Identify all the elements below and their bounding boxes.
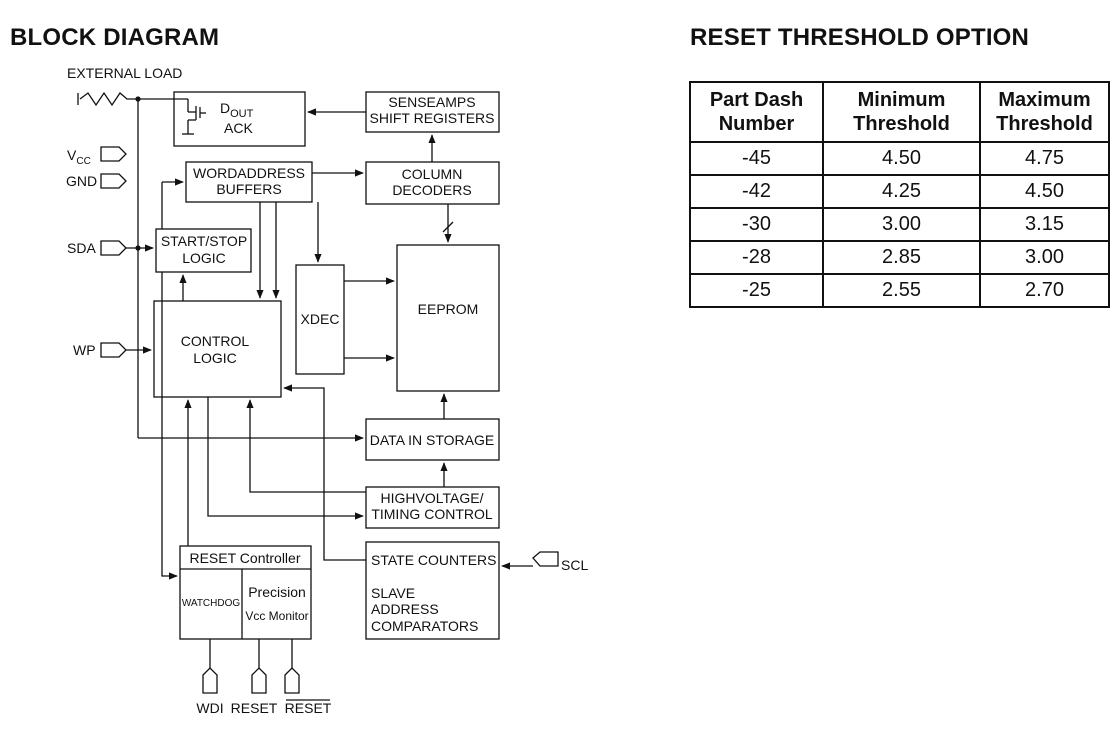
min-threshold-cell: 2.85 (822, 240, 981, 275)
part-dash-cell: -30 (689, 207, 824, 242)
shift-registers-label: SHIFT REGISTERS (370, 110, 495, 126)
part-dash-cell: -28 (689, 240, 824, 275)
timing-control-label: TIMING CONTROL (371, 506, 493, 522)
vcc-label: VCC (67, 147, 91, 167)
block-diagram: EXTERNAL LOAD VCC GND SDA WP SCL DOUT AC… (66, 65, 588, 716)
start-stop-logic-label: LOGIC (182, 250, 226, 266)
max-threshold-cell: 4.50 (979, 174, 1110, 209)
ack-label: ACK (224, 120, 253, 136)
table-row: -30 3.00 3.15 (689, 207, 1110, 242)
eeprom-label: EEPROM (418, 301, 479, 317)
table-row: -25 2.55 2.70 (689, 273, 1110, 308)
senseamps-label: SENSEAMPS (388, 94, 475, 110)
wp-label: WP (73, 342, 96, 358)
data-in-storage-label: DATA IN STORAGE (370, 432, 494, 448)
wdi-label: WDI (196, 700, 223, 716)
high-voltage-label: HIGHVOLTAGE/ (381, 490, 484, 506)
slave-label: SLAVE (371, 585, 415, 601)
min-threshold-cell: 2.55 (822, 273, 981, 308)
comparators-label: COMPARATORS (371, 618, 478, 634)
max-threshold-cell: 2.70 (979, 273, 1110, 308)
min-threshold-cell: 4.50 (822, 141, 981, 176)
part-dash-cell: -42 (689, 174, 824, 209)
max-threshold-cell: 3.00 (979, 240, 1110, 275)
control-logic-label: LOGIC (193, 350, 237, 366)
control-label: CONTROL (181, 333, 250, 349)
external-load-label: EXTERNAL LOAD (67, 65, 182, 81)
state-counters-label: STATE COUNTERS (371, 552, 497, 568)
sda-label: SDA (67, 240, 96, 256)
block-diagram-title: BLOCK DIAGRAM (10, 24, 220, 51)
part-dash-cell: -25 (689, 273, 824, 308)
table-row: -42 4.25 4.50 (689, 174, 1110, 209)
table-row: -45 4.50 4.75 (689, 141, 1110, 176)
decoders-label: DECODERS (392, 182, 471, 198)
buffers-label: BUFFERS (216, 181, 281, 197)
reset-label: RESET (231, 700, 278, 716)
max-threshold-cell: 4.75 (979, 141, 1110, 176)
gnd-label: GND (66, 173, 97, 189)
reset-controller-label: RESET Controller (189, 550, 300, 566)
dout-label: DOUT (220, 100, 254, 120)
table-row: -28 2.85 3.00 (689, 240, 1110, 275)
part-dash-cell: -45 (689, 141, 824, 176)
watchdog-label: WATCHDOG (182, 598, 241, 609)
start-stop-label: START/STOP (161, 233, 247, 249)
precision-label: Precision (248, 584, 306, 600)
min-threshold-cell: 3.00 (822, 207, 981, 242)
max-threshold-cell: 3.15 (979, 207, 1110, 242)
min-threshold-cell: 4.25 (822, 174, 981, 209)
reset-threshold-title: RESET THRESHOLD OPTION (690, 24, 1030, 51)
reset-bar-label: RESET (285, 700, 332, 716)
vcc-monitor-label: Vcc Monitor (245, 609, 308, 623)
column-label: COLUMN (402, 166, 463, 182)
address-label: ADDRESS (371, 601, 439, 617)
wordaddress-label: WORDADDRESS (193, 165, 305, 181)
scl-label: SCL (561, 557, 588, 573)
xdec-label: XDEC (301, 311, 340, 327)
